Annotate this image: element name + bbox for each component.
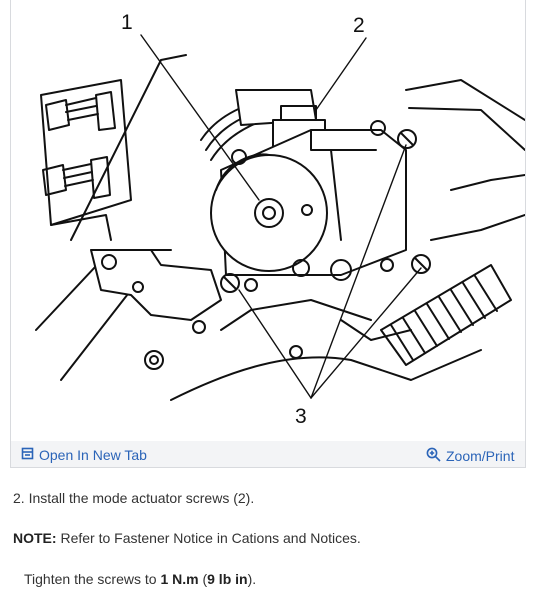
torque-imperial: 9 lb in (207, 571, 248, 587)
corrugated-hose (380, 264, 512, 366)
line-drawing (35, 34, 525, 401)
tighten-prefix: Tighten the screws to (24, 571, 161, 587)
torque-instruction: Tighten the screws to 1 N.m (9 lb in). (24, 570, 256, 588)
open-in-new-tab-label: Open In New Tab (39, 447, 147, 463)
magnifier-plus-icon (426, 447, 441, 465)
note-paragraph: NOTE: Refer to Fastener Notice in Cation… (13, 529, 361, 547)
figure-container: 1 2 3 Open In New Tab Zoom/P (10, 0, 526, 468)
open-in-new-tab-link[interactable]: Open In New Tab (21, 447, 147, 463)
torque-close-paren: ). (247, 571, 257, 587)
zoom-print-link[interactable]: Zoom/Print (426, 447, 514, 465)
figure-toolbar: Open In New Tab Zoom/Print (11, 441, 525, 468)
step-text: 2. Install the mode actuator screws (2). (13, 490, 255, 506)
external-window-icon (21, 447, 34, 463)
callout-2: 2 (353, 14, 365, 37)
note-text: Refer to Fastener Notice in Cations and … (60, 530, 361, 546)
torque-metric: 1 N.m (160, 571, 199, 587)
note-label: NOTE: (13, 530, 57, 546)
callout-1: 1 (121, 11, 133, 34)
bolt-upper-left (45, 91, 116, 131)
bolt-lower-left (42, 156, 111, 199)
torque-open-paren: ( (198, 571, 208, 587)
zoom-print-label: Zoom/Print (446, 448, 515, 464)
callout-3: 3 (295, 405, 307, 428)
step-instruction: 2. Install the mode actuator screws (2). (13, 489, 254, 507)
mode-actuator-diagram: 1 2 3 (11, 0, 525, 441)
